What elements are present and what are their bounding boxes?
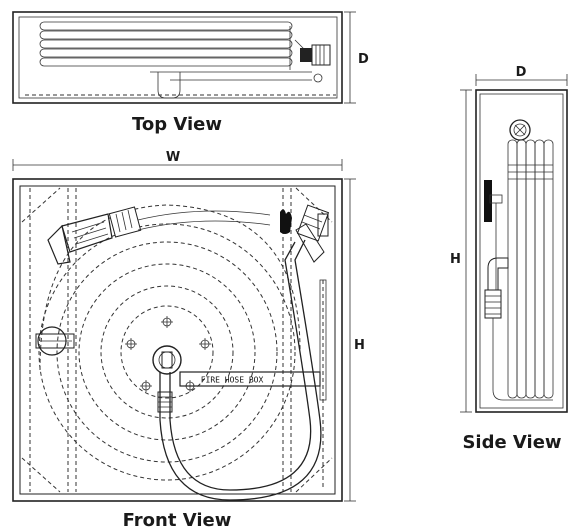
top-view-depth-dimension: D xyxy=(344,11,369,104)
front-view-nozzle xyxy=(47,206,271,265)
side-view-nozzle xyxy=(484,257,553,401)
side-view-hose-coils xyxy=(507,139,554,399)
front-view-box-label: FIRE HOSE BOX xyxy=(201,376,264,385)
top-view-valve xyxy=(300,44,331,83)
top-view-depth-label: D xyxy=(358,52,369,67)
front-view-hose-coils xyxy=(38,204,301,481)
top-view-caption: Top View xyxy=(132,114,222,135)
side-view-height-dimension: H xyxy=(450,89,472,413)
side-view-height-label: H xyxy=(450,252,461,267)
front-view-width-dimension: W xyxy=(12,150,343,171)
front-view-valve xyxy=(280,204,330,263)
front-view-caption: Front View xyxy=(123,510,232,529)
front-view-height-label: H xyxy=(354,338,365,353)
front-view: W xyxy=(12,150,365,529)
front-view-width-label: W xyxy=(166,150,180,165)
side-view-valve-wheel xyxy=(509,119,531,141)
side-view-caption: Side View xyxy=(462,432,561,453)
front-view-reel-hub xyxy=(152,345,182,375)
front-view-hub-bolts xyxy=(125,316,211,392)
front-view-latch xyxy=(35,326,75,356)
top-view: D Top View xyxy=(12,11,369,135)
top-view-hose-coils xyxy=(39,21,311,70)
side-view-depth-label: D xyxy=(516,65,527,80)
side-view: D xyxy=(450,65,568,453)
side-view-depth-dimension: D xyxy=(475,65,568,86)
front-view-swing-arm: FIRE HOSE BOX xyxy=(179,371,321,387)
front-view-coupling xyxy=(157,391,173,413)
front-view-height-dimension: H xyxy=(344,178,365,502)
